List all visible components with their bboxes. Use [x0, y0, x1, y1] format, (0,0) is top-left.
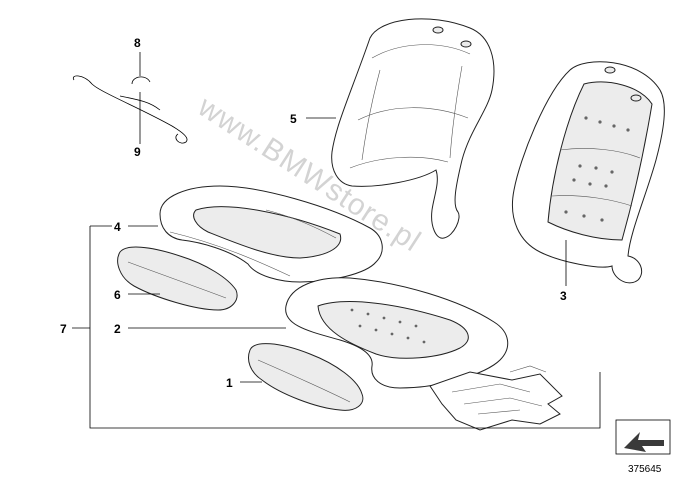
reference-number: 375645 [628, 464, 662, 475]
callout-3: 3 [560, 289, 567, 303]
callout-4: 4 [114, 220, 121, 234]
arrow-left-down-icon [615, 419, 671, 455]
backrest-panel-perforations [564, 116, 630, 222]
seat-base-frame [429, 365, 563, 431]
callout-7: 7 [60, 322, 67, 336]
part-4-seat-cushion-cover [159, 185, 383, 283]
part-2-seat-cushion [285, 277, 509, 389]
callout-8: 8 [134, 36, 141, 50]
callout-9: 9 [134, 145, 141, 159]
part-6-thigh-pad [117, 246, 238, 311]
leader-lines [72, 52, 601, 429]
callout-6: 6 [114, 288, 121, 302]
part-5-backrest-cover [331, 18, 495, 239]
part-3-backrest-panel [512, 61, 665, 284]
seat-cushion-perforations [350, 308, 426, 344]
part-9-wire [72, 75, 188, 144]
callout-2: 2 [114, 322, 121, 336]
part-1-front-pad [248, 343, 364, 411]
callout-5: 5 [290, 112, 297, 126]
callout-1: 1 [226, 376, 233, 390]
part-8-clip [131, 76, 151, 85]
